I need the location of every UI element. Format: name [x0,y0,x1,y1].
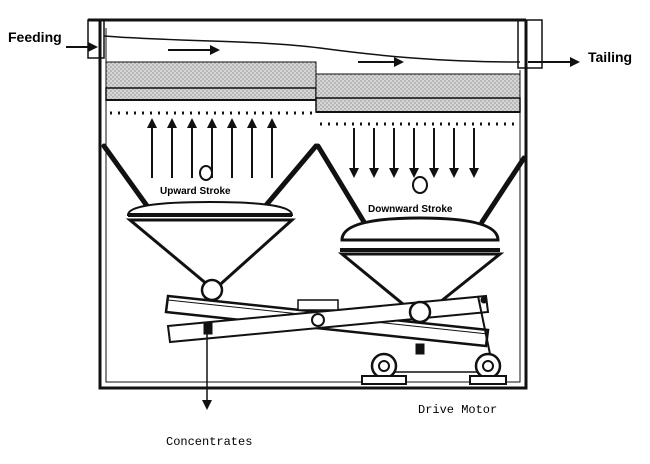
upward-arrows [147,118,277,178]
drive-motor-label: Drive Motor [418,403,498,417]
right-diaphragm-cone [337,216,505,320]
drive-motor [361,352,507,385]
concentrates-label: Concentrates [166,435,253,449]
right-screen-bed [315,73,521,113]
left-diaphragm-cone [125,200,296,292]
left-screen-bed [105,61,317,101]
downward-arrows [349,128,479,178]
drive-mechanism [164,278,491,355]
upward-stroke-label: Upward Stroke [160,186,231,197]
water-flow-line [103,35,521,63]
left-particle [199,165,213,181]
downward-stroke-label: Downward Stroke [368,204,453,215]
right-particle [412,176,428,194]
left-hutch-wall [101,143,319,213]
tank-wall [87,18,543,390]
tailing-label: Tailing [588,49,633,65]
feeding-label: Feeding [8,29,62,45]
right-hutch-wall [315,143,527,225]
